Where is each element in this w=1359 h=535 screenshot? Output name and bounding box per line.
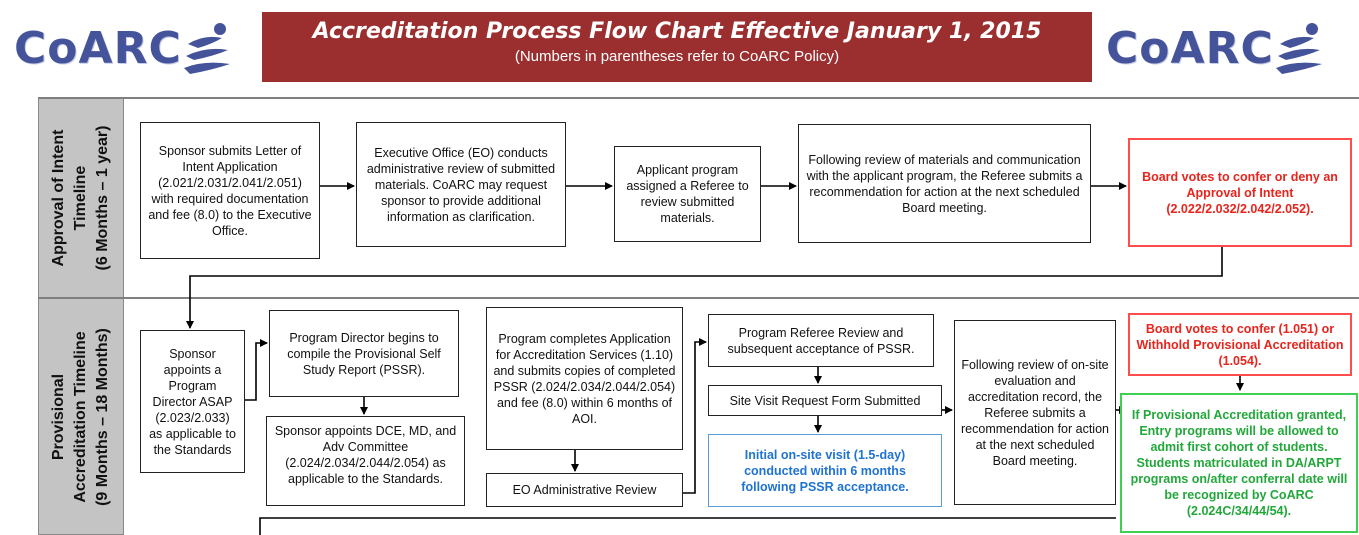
referee-pssr-review-box: Program Referee Review and subsequent ac…	[708, 314, 934, 367]
board-provisional-vote-box: Board votes to confer (1.051) or Withhol…	[1128, 313, 1352, 376]
eo-review-box: Executive Office (EO) conducts administr…	[356, 122, 566, 247]
box-text: Applicant program assigned a Referee to …	[626, 163, 749, 225]
row-divider-middle	[38, 297, 1359, 299]
box-text: Program Director begins to compile the P…	[287, 330, 441, 377]
logo-text-left: CoARC	[14, 22, 182, 74]
box-text: Program completes Application for Accred…	[493, 331, 676, 426]
box-text: EO Administrative Review	[512, 483, 657, 497]
box-text: Program Referee Review and subsequent ac…	[727, 325, 915, 356]
box-text: Initial on-site visit (1.5-day) conducte…	[741, 447, 909, 494]
eo-administrative-review-box: EO Administrative Review	[486, 473, 683, 507]
box-text: Board votes to confer (1.051) or Withhol…	[1136, 321, 1344, 368]
row-label-provisional-accreditation: Provisional Accreditation Timeline (9 Mo…	[38, 298, 124, 535]
sponsor-letter-box: Sponsor submits Letter of Intent Applica…	[140, 122, 320, 259]
coarc-logo-left: CoARC	[14, 12, 260, 84]
program-completes-application-box: Program completes Application for Accred…	[486, 307, 683, 450]
referee-assigned-box: Applicant program assigned a Referee to …	[614, 146, 761, 242]
page-subtitle: (Numbers in parentheses refer to CoARC P…	[514, 48, 840, 65]
referee-recommendation-box: Following review of materials and commun…	[798, 124, 1091, 243]
row-label-approval-of-intent: Approval of Intent Timeline (6 Months – …	[38, 98, 124, 298]
title-banner: Accreditation Process Flow Chart Effecti…	[262, 12, 1092, 82]
initial-onsite-visit-box: Initial on-site visit (1.5-day) conducte…	[708, 434, 942, 507]
row-divider-top	[38, 97, 1359, 99]
provisional-granted-box: If Provisional Accreditation granted, En…	[1120, 393, 1358, 533]
box-text: If Provisional Accreditation granted, En…	[1130, 408, 1348, 518]
box-text: Sponsor submits Letter of Intent Applica…	[148, 143, 312, 238]
box-text: Site Visit Request Form Submitted	[729, 393, 921, 408]
sponsor-appoints-dce-box: Sponsor appoints DCE, MD, and Adv Commit…	[266, 416, 465, 506]
box-text: Sponsor appoints a Program Director ASAP…	[149, 346, 236, 457]
onsite-evaluation-review-box: Following review of on-site evaluation a…	[954, 320, 1116, 505]
pd-compile-pssr-box: Program Director begins to compile the P…	[269, 310, 459, 397]
box-text: Following review of on-site evaluation a…	[961, 357, 1109, 468]
coarc-logo-right: CoARC	[1106, 12, 1352, 84]
site-visit-request-box: Site Visit Request Form Submitted	[708, 385, 942, 416]
board-intent-vote-box: Board votes to confer or deny an Approva…	[1128, 138, 1352, 247]
box-text: Sponsor appoints DCE, MD, and Adv Commit…	[274, 424, 457, 486]
runner-figure-icon	[1275, 23, 1322, 74]
runner-figure-icon	[183, 23, 230, 74]
box-text: Executive Office (EO) conducts administr…	[366, 145, 556, 224]
sponsor-appoints-pd-box: Sponsor appoints a Program Director ASAP…	[140, 330, 245, 473]
page-title: Accreditation Process Flow Chart Effecti…	[312, 19, 1042, 44]
box-text: Following review of materials and commun…	[806, 152, 1083, 215]
box-text: Board votes to confer or deny an Approva…	[1142, 169, 1338, 216]
logo-text-right: CoARC	[1106, 22, 1274, 74]
